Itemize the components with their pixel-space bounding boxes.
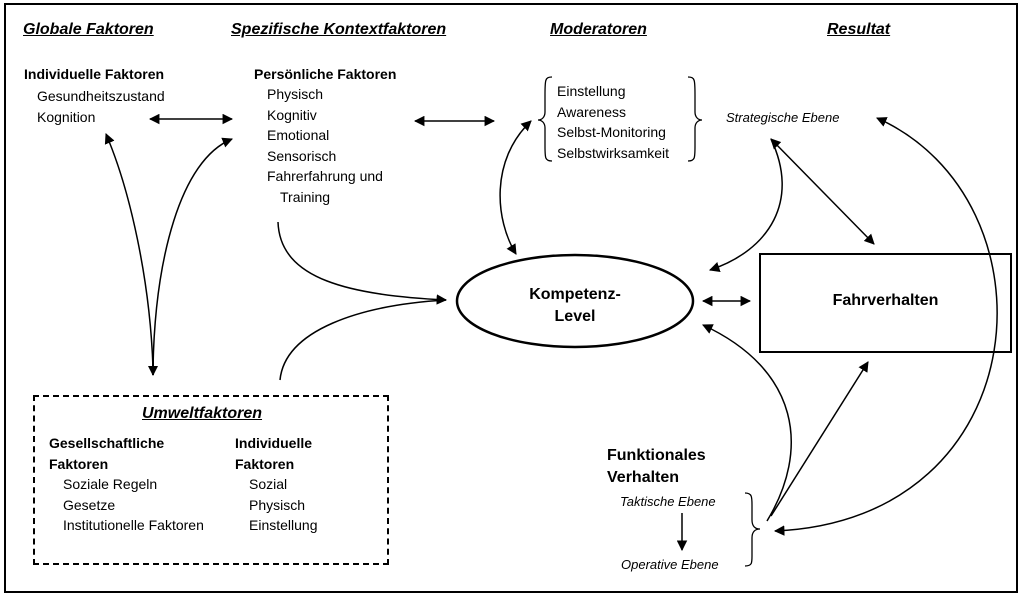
personal-factor-item: Physisch [267,86,324,102]
header-specific-context-factors: Spezifische Kontextfaktoren [231,21,447,38]
moderator-item: Selbstwirksamkeit [557,144,670,161]
arrow-moderators-competence [499,120,532,255]
societal-factor-item: Gesetze [63,496,116,513]
individual-factor-item: Gesundheitszustand [37,88,165,104]
env-individual-factor-item: Sozial [249,476,288,492]
personal-factors-title: Persönliche Faktoren [254,66,397,82]
societal-title-line-2: Faktoren [49,456,109,472]
header-moderators: Moderatoren [550,21,647,38]
arrow-functional-driving [770,361,869,517]
tactical-level-label: Taktische Ebene [620,494,716,509]
societal-title-line-1: Gesellschaftliche [49,435,165,451]
societal-factors-title: Gesellschaftliche Faktoren [49,433,164,475]
moderators-list: Einstellung Awareness Selbst-Monitoring … [557,81,669,163]
operative-level-label: Operative Ebene [621,557,719,572]
functional-title-line-1: Funktionales [607,447,706,464]
driving-behavior-label: Fahrverhalten [832,292,939,309]
personal-factor-item: Emotional [267,127,330,143]
arrow-strategic-driving [770,138,875,245]
env-individual-factors-list: Sozial Physisch Einstellung [249,474,318,536]
moderators-brace-right [687,76,703,162]
header-result: Resultat [827,21,891,38]
arrow-environment-competence [279,299,447,381]
personal-factor-item: Fahrerfahrung und [267,168,383,184]
env-individual-factor-item: Einstellung [249,517,318,533]
individual-factor-item: Kognition [37,108,96,125]
personal-factor-item: Training [280,188,331,205]
arrow-personal-environment [152,137,233,369]
individual-factors-list: Gesundheitszustand Kognition [37,86,165,127]
functional-behavior-title: Funktionales Verhalten [607,445,706,489]
competence-line-2: Level [554,308,596,325]
competence-level-label: Kompetenz- Level [520,284,630,328]
competence-line-1: Kompetenz- [529,286,621,303]
driving-behavior-box [759,253,1012,353]
moderators-brace-left [537,76,553,162]
personal-factors-list: Physisch Kognitiv Emotional Sensorisch F… [267,84,383,207]
environment-box [33,395,389,565]
functional-title-line-2: Verhalten [607,469,680,486]
env-individual-title-line-2: Faktoren [235,456,295,472]
competence-ellipse [455,253,695,349]
arrow-individual-environment [104,133,154,369]
arrow-strategic-competence [709,138,783,272]
societal-factor-item: Institutionelle Faktoren [63,517,204,533]
env-individual-factor-item: Physisch [249,496,306,513]
functional-brace [744,492,761,567]
environment-title: Umweltfaktoren [142,405,263,422]
moderator-item: Awareness [557,103,627,120]
arrow-functional-competence [702,324,792,522]
diagram-frame [4,3,1018,593]
moderator-item: Einstellung [557,83,626,99]
personal-factor-item: Sensorisch [267,147,337,164]
env-individual-factors-title: Individuelle Faktoren [235,433,312,475]
arrow-personal-competence [277,221,448,305]
strategic-level-label: Strategische Ebene [726,110,840,125]
individual-factors-title: Individuelle Faktoren [24,66,165,82]
societal-factors-list: Soziale Regeln Gesetze Institutionelle F… [63,474,204,536]
societal-factor-item: Soziale Regeln [63,476,158,492]
personal-factor-item: Kognitiv [267,106,317,123]
env-individual-title-line-1: Individuelle [235,435,313,451]
moderator-item: Selbst-Monitoring [557,124,666,140]
header-global-factors: Globale Faktoren [23,21,154,38]
